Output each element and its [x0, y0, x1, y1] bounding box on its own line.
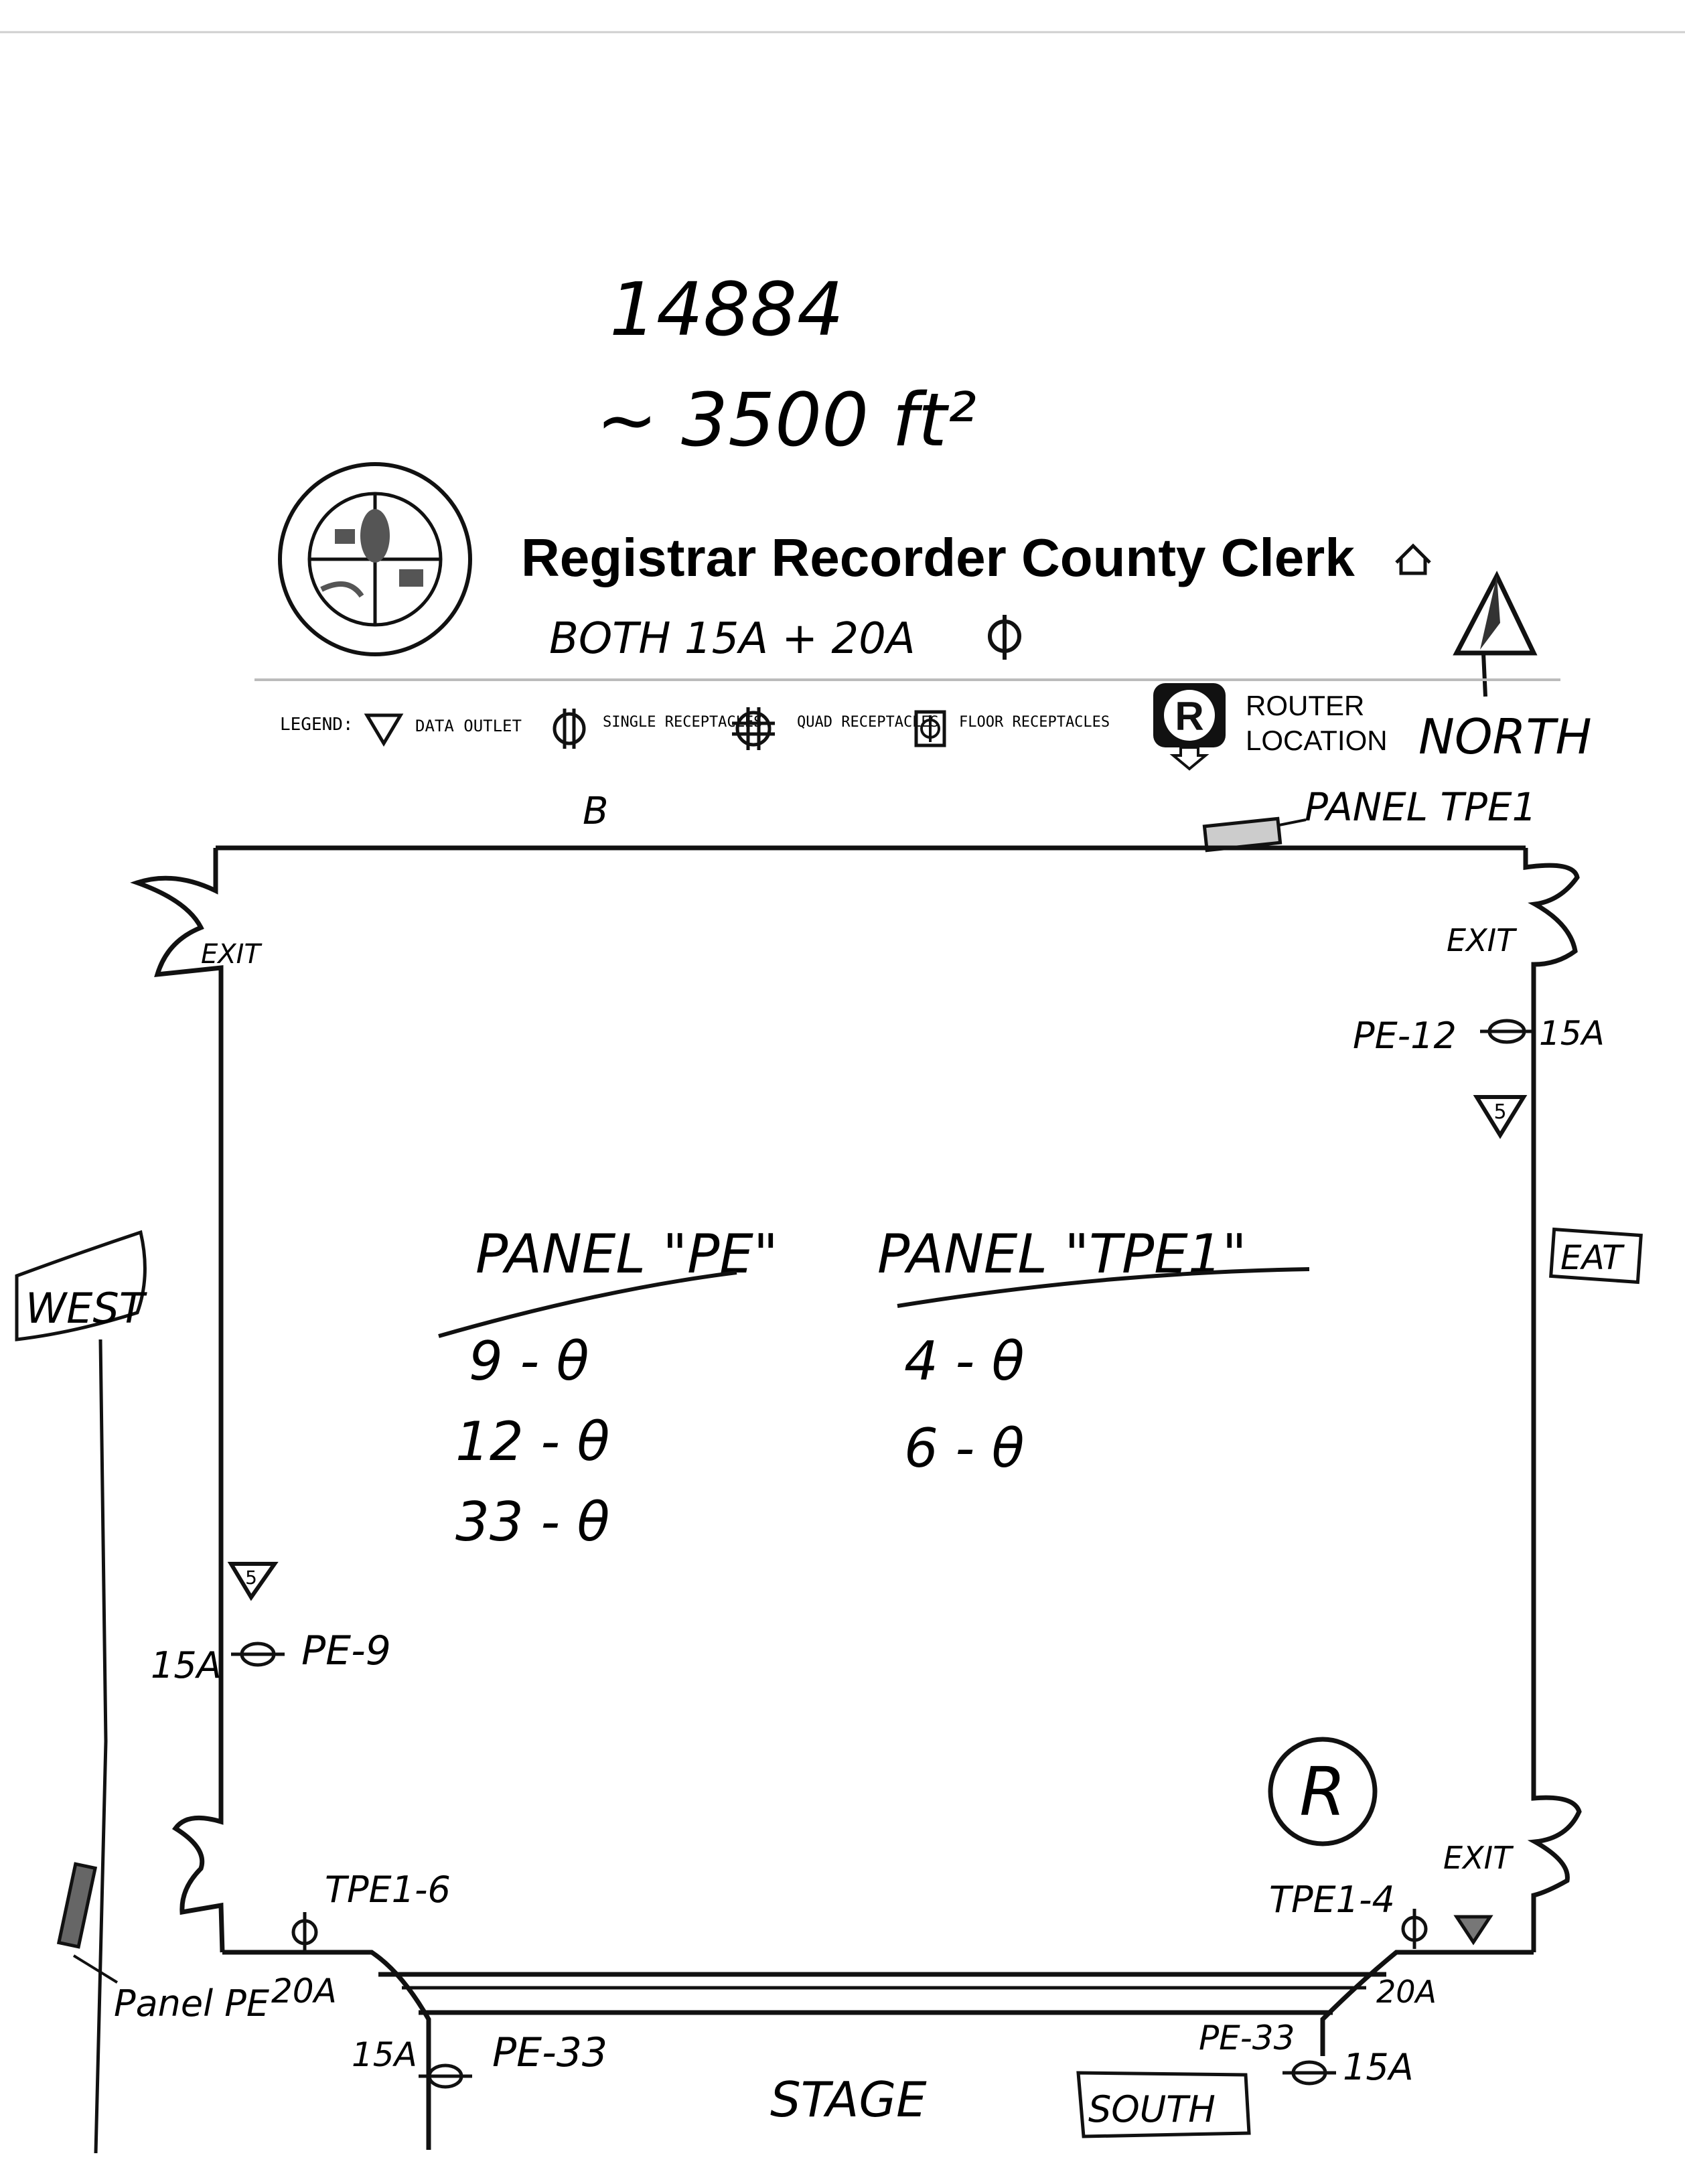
- panel-top-label: PANEL TPE1: [1305, 784, 1537, 830]
- exit-se-label: EXIT: [1443, 1840, 1514, 1876]
- amp-ne-label: 15A: [1539, 1014, 1605, 1053]
- east-label: EAT: [1560, 1238, 1625, 1277]
- hand-note: BOTH 15A + 20A: [549, 614, 915, 664]
- router-location-icon: R: [1268, 1737, 1378, 1846]
- single-receptacle-icon: [553, 709, 586, 749]
- exit-nw-label: EXIT: [201, 939, 263, 970]
- north-arrow-icon: [1453, 571, 1538, 697]
- legend-router-1: ROUTER: [1246, 690, 1364, 721]
- quad-receptacle-w-icon: [231, 1642, 285, 1667]
- amp-se2-label: 15A: [1343, 2046, 1414, 2088]
- panel-pe-row-1: 9 - θ: [469, 1330, 589, 1392]
- west-label: WEST: [25, 1284, 147, 1333]
- legend-router-2: LOCATION: [1246, 725, 1388, 756]
- router-icon: R: [1153, 683, 1226, 771]
- stage-label: STAGE: [770, 2071, 927, 2128]
- exit-ne-label: EXIT: [1447, 922, 1518, 958]
- legend-label: LEGEND:: [280, 715, 354, 735]
- panel-pe-box: [56, 1862, 98, 1949]
- panel-tpe1-rule: [897, 1267, 1310, 1308]
- south-label-box: [1076, 2071, 1251, 2138]
- floor-receptacle-note-icon: [988, 615, 1021, 660]
- hand-area: ~ 3500 ft²: [596, 377, 976, 463]
- legend-floor: FLOOR RECEPTACLES: [959, 714, 1110, 731]
- legend: LEGEND: DATA OUTLET SINGLE RECEPTACLES Q…: [280, 683, 1388, 771]
- pe12-label: PE-12: [1353, 1015, 1457, 1057]
- single-receptacle-sw-icon: [291, 1912, 318, 1952]
- quad-receptacle-icon: [732, 707, 775, 750]
- room-outline: [130, 845, 1582, 2150]
- panel-pe-rule: [438, 1270, 737, 1338]
- floor-receptacle-icon: [914, 710, 946, 747]
- single-receptacle-se-icon: [1401, 1909, 1428, 1949]
- south-label: SOUTH: [1088, 2088, 1216, 2130]
- panel-pe-row-3: 33 - θ: [455, 1491, 609, 1553]
- panel-pe-wire: [94, 1339, 108, 2154]
- quad-receptacle-se-icon: [1283, 2060, 1336, 2086]
- amp-sw2-label: 15A: [352, 2035, 417, 2074]
- west-label-box: [15, 1230, 147, 1341]
- svg-text:R: R: [1175, 694, 1203, 739]
- data-outlet-w-icon: 5: [227, 1562, 279, 1601]
- quad-receptacle-ne-icon: [1480, 1019, 1534, 1044]
- north-label: NORTH: [1418, 709, 1592, 765]
- pe33-left-label: PE-33: [492, 2029, 607, 2076]
- panel-pe-row-2: 12 - θ: [455, 1410, 609, 1473]
- county-seal-icon: [278, 462, 472, 656]
- amp-w-label: 15A: [151, 1644, 222, 1686]
- panel-tpe1-row-1: 4 - θ: [904, 1330, 1025, 1392]
- data-outlet-ne-icon: 5: [1473, 1095, 1528, 1139]
- hand-mark-b: B: [583, 790, 608, 833]
- pe33-right-label: PE-33: [1199, 2019, 1295, 2057]
- quad-receptacle-sw-icon: [419, 2063, 472, 2089]
- tpe1-4-label: TPE1-4: [1269, 1879, 1395, 1921]
- page-title: Registrar Recorder County Clerk: [521, 528, 1355, 587]
- data-outlet-se-icon: [1453, 1915, 1493, 1946]
- east-label-box: [1549, 1227, 1643, 1285]
- pe9-label: PE-9: [301, 1627, 391, 1674]
- amp-se-label: 20A: [1376, 1974, 1437, 2010]
- svg-text:R: R: [1299, 1753, 1345, 1831]
- svg-text:5: 5: [1493, 1100, 1506, 1124]
- panel-tpe1-heading: PANEL "TPE1": [877, 1223, 1247, 1285]
- home-icon: [1395, 543, 1431, 575]
- svg-text:5: 5: [245, 1567, 257, 1589]
- data-outlet-icon: [364, 713, 404, 747]
- hand-number: 14884: [609, 267, 844, 352]
- tpe1-6-label: TPE1-6: [325, 1869, 451, 1911]
- panel-tpe1-row-2: 6 - θ: [904, 1417, 1025, 1479]
- legend-data-outlet: DATA OUTLET: [415, 717, 522, 735]
- amp-sw-label: 20A: [271, 1972, 337, 2011]
- panel-pe-label: Panel PE: [114, 1982, 270, 2025]
- panel-pe-heading: PANEL "PE": [475, 1223, 778, 1285]
